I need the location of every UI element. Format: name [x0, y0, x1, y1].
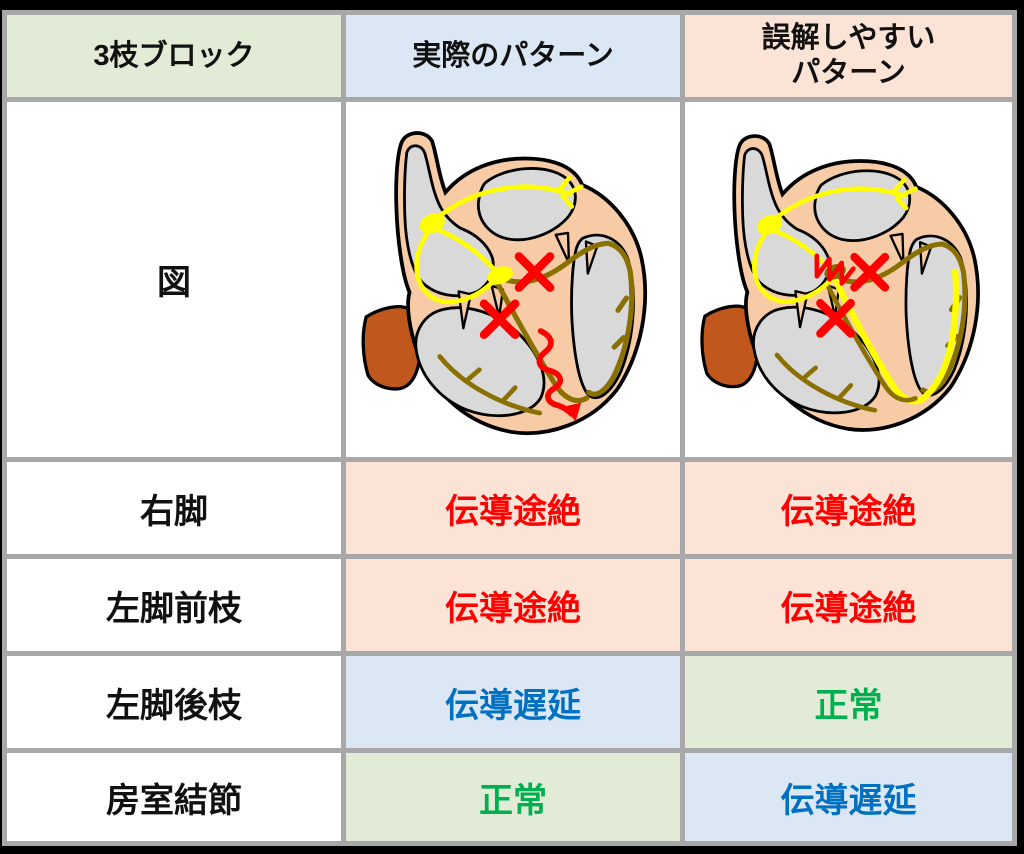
- right-atrium: [402, 144, 495, 298]
- purkinje-rv-wall: [774, 352, 877, 413]
- status-cell-left-posterior-actual: 伝導遅延: [346, 656, 680, 748]
- heart-diagram-actual: [346, 102, 680, 457]
- row-label-figure: 図: [7, 102, 341, 457]
- slow-conduction-zigzag-arrow: [536, 328, 575, 418]
- heart-diagram-misleading: [685, 102, 1012, 457]
- status-cell-left-posterior-misleading: 正常: [685, 656, 1012, 748]
- heart-illustration-actual: [361, 131, 647, 436]
- left-anterior-block-x: [514, 252, 555, 293]
- purkinje-rv-wall: [437, 354, 542, 416]
- status-cell-right-bundle-actual: 伝導途絶: [346, 462, 680, 554]
- sa-node: [419, 213, 445, 235]
- zigzag-arrowhead: [563, 403, 581, 422]
- status-cell-right-bundle-misleading: 伝導途絶: [685, 462, 1012, 554]
- right-bundle-block-x: [479, 299, 520, 340]
- status-cell-left-anterior-misleading: 伝導途絶: [685, 559, 1012, 651]
- comparison-table: 3枝ブロック 実際のパターン 誤解しやすい パターン 図 右脚 伝導途絶: [2, 10, 1017, 846]
- av-node-delay-zigzag: [814, 253, 856, 286]
- status-cell-av-node-actual: 正常: [346, 753, 680, 841]
- status-value: 伝導遅延: [780, 781, 917, 820]
- status-value: 伝導途絶: [445, 492, 581, 531]
- row-label-left-posterior-fascicle: 左脚後枝: [7, 656, 341, 748]
- row-label-right-bundle: 右脚: [7, 462, 341, 554]
- status-value: 伝導途絶: [445, 589, 581, 628]
- status-value: 伝導遅延: [445, 686, 581, 725]
- row-label-av-node: 房室結節: [7, 753, 341, 841]
- normal-conduction-septum: [832, 268, 959, 405]
- right-bundle-block-x: [815, 299, 855, 339]
- status-value: 正常: [479, 781, 547, 820]
- sa-node-and-atrial-paths: [414, 175, 584, 305]
- header-actual-pattern: 実際のパターン: [346, 15, 680, 97]
- row-label-left-anterior-fascicle: 左脚前枝: [7, 559, 341, 651]
- status-value: 伝導途絶: [780, 492, 917, 531]
- header-misleading-pattern: 誤解しやすい パターン: [685, 15, 1012, 97]
- status-value: 正常: [814, 686, 883, 725]
- left-anterior-block-x: [849, 253, 889, 292]
- sa-node: [756, 215, 782, 236]
- header-block-type: 3枝ブロック: [7, 15, 341, 97]
- heart-illustration-misleading: [699, 134, 980, 433]
- av-node: [486, 266, 513, 285]
- status-cell-left-anterior-actual: 伝導途絶: [346, 559, 680, 651]
- status-cell-av-node-misleading: 伝導遅延: [685, 753, 1012, 841]
- status-value: 伝導途絶: [780, 589, 917, 628]
